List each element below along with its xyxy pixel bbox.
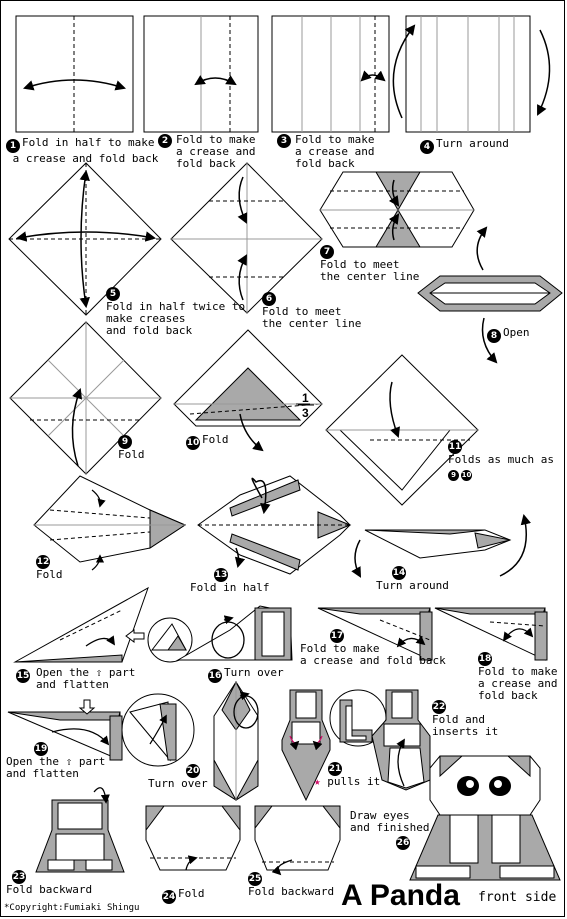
step-14-figure (351, 513, 531, 578)
page-subtitle: front side (478, 890, 557, 905)
step-19-figure (7, 693, 195, 767)
step-17-figure (317, 607, 433, 661)
step-11-figure (325, 354, 479, 506)
pull-star: ★ (314, 775, 321, 788)
step-5-figure (8, 162, 162, 316)
step-15-figure (13, 586, 193, 663)
step-4-figure (392, 15, 551, 133)
step-25-figure (254, 805, 341, 876)
step-7-figure (319, 171, 475, 248)
step-6-figure (170, 162, 323, 314)
step-11-ref-10: 10 (461, 470, 472, 481)
fraction-numerator: 1 (302, 391, 309, 405)
step-23-figure (35, 787, 125, 873)
step-20-figure (213, 680, 259, 802)
step-18-figure (434, 607, 548, 661)
step-2-figure (143, 15, 259, 133)
step-26-figure (409, 755, 561, 881)
step-24-figure (145, 805, 241, 871)
copyright-notice: *Copyright:Fumiaki Shingu (4, 903, 140, 913)
step-21-figure (281, 689, 387, 802)
step-16-figure (176, 605, 293, 661)
step-22-figure (371, 689, 431, 791)
step-21-caption: 21★ pulls it (314, 762, 381, 788)
fraction-denominator: 3 (302, 406, 309, 420)
page-title: A Panda (341, 879, 460, 912)
fraction-one-third: 1 3 (298, 391, 314, 420)
step-8-figure (417, 226, 563, 364)
step-3-figure (271, 15, 390, 133)
step-10-figure (173, 329, 323, 452)
step-13-figure (197, 475, 352, 575)
step-11-ref-9: 9 (448, 470, 459, 481)
step-1-figure (15, 15, 134, 133)
step-12-figure (33, 475, 187, 571)
